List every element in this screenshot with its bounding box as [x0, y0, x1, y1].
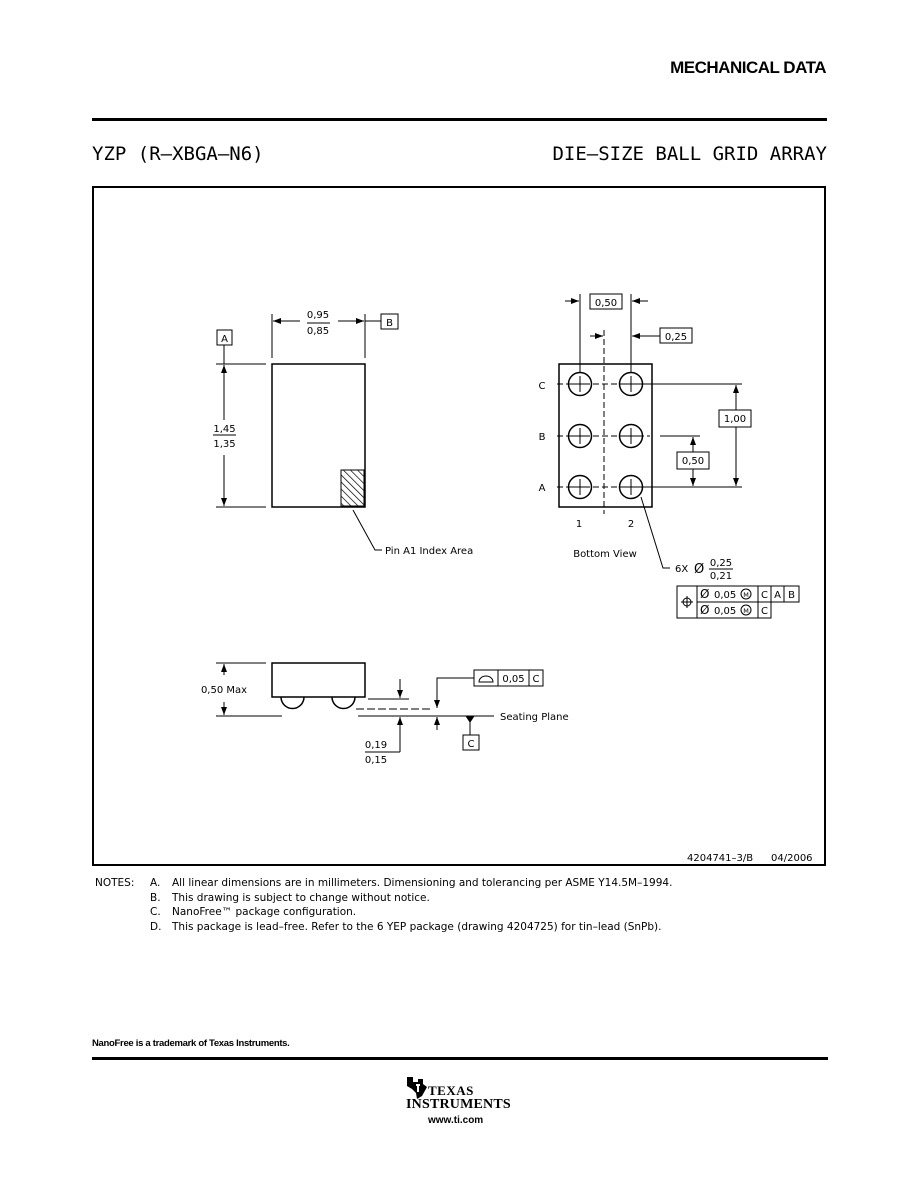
offset-x-box: [659, 327, 693, 344]
flatness-symbol-cell: [473, 669, 499, 687]
ti-logo-icon: [407, 1077, 427, 1099]
ball-b1: [567, 423, 593, 449]
package-code: YZP (R–XBGA–N6): [92, 143, 264, 165]
drawing-frame: [92, 186, 826, 866]
note-item: A. All linear dimensions are in millimete…: [150, 876, 672, 891]
length-max: 1,45: [213, 424, 235, 435]
note-letter: C.: [150, 906, 161, 918]
ball-c2: [618, 371, 644, 397]
datum-b-label: B: [386, 318, 393, 329]
datum-c-box: [462, 734, 480, 751]
package-outline: [271, 363, 366, 508]
trademark-notice: NanoFree is a trademark of Texas Instrum…: [92, 1038, 290, 1049]
ball-count: 6X: [675, 564, 688, 575]
website-link[interactable]: www.ti.com: [428, 1115, 484, 1126]
pitch-x-box: [589, 293, 623, 310]
offset-x: 0,25: [665, 332, 687, 343]
note-text: This drawing is subject to change withou…: [172, 891, 430, 904]
ball-a2: [618, 474, 644, 500]
pitch-x: 0,50: [595, 298, 617, 309]
notes-label: NOTES:: [95, 877, 135, 889]
col-label-2: 2: [628, 519, 634, 530]
note-letter: B.: [150, 891, 161, 904]
pin-a1-index-area: [340, 469, 365, 507]
bottom-view-caption: Bottom View: [573, 549, 637, 560]
section-title: MECHANICAL DATA: [670, 58, 826, 77]
width-max: 0,95: [307, 310, 329, 321]
note-text: This package is lead–free. Refer to the …: [172, 920, 662, 933]
top-view: [213, 313, 399, 551]
pitch-y-total-box: [718, 409, 752, 428]
standoff-min: 0,15: [365, 755, 387, 766]
package-name: DIE–SIZE BALL GRID ARRAY: [552, 143, 827, 165]
ball-dia-min: 0,21: [710, 571, 732, 582]
pitch-y-box: [676, 451, 710, 470]
pin-a1-label: Pin A1 Index Area: [385, 546, 473, 557]
seating-plane-label: Seating Plane: [500, 712, 569, 723]
row-label-a: A: [539, 483, 546, 494]
pitch-y-total: 1,00: [724, 414, 746, 425]
pitch-y: 0,50: [682, 456, 704, 467]
note-letter: A.: [150, 877, 161, 889]
row-label-b: B: [539, 432, 546, 443]
tol2-diameter-symbol: Ø: [700, 603, 709, 617]
tol2-modifier: M: [743, 607, 749, 615]
note-item: D. This package is lead–free. Refer to th…: [150, 920, 661, 935]
side-ball-left: [280, 696, 305, 710]
logo-line-2: INSTRUMENTS: [406, 1097, 511, 1112]
note-item: C. NanoFree™ package configuration.: [150, 905, 356, 920]
diameter-symbol: Ø: [694, 562, 704, 577]
side-body: [271, 662, 366, 698]
col-label-1: 1: [576, 519, 582, 530]
side-ball-right: [331, 696, 356, 710]
note-text: All linear dimensions are in millimeters…: [172, 877, 673, 889]
tol1-value: 0,05: [714, 590, 736, 601]
tol1-datum-3: B: [788, 590, 795, 601]
footer-rule: [92, 1057, 828, 1060]
tol1-datum-1: C: [761, 590, 768, 601]
ball-b2: [618, 423, 644, 449]
tol1-modifier: M: [743, 591, 749, 599]
tol2-value: 0,05: [714, 606, 736, 617]
tol1-diameter-symbol: Ø: [700, 587, 709, 601]
row-label-c: C: [539, 381, 546, 392]
drawing-number: 4204741–3/B: [687, 853, 753, 864]
tol1-datum-2: A: [774, 590, 781, 601]
side-view: [216, 662, 544, 753]
datum-b-box: [380, 313, 399, 330]
width-min: 0,85: [307, 326, 329, 337]
note-item: B. This drawing is subject to change with…: [150, 891, 430, 906]
datum-c-label: C: [468, 739, 475, 750]
ball-dia-max: 0,25: [710, 558, 732, 569]
bottom-view: [557, 293, 800, 619]
drawing-date: 04/2006: [771, 853, 813, 864]
height-label: 0,50 Max: [201, 685, 247, 696]
ball-a1: [567, 474, 593, 500]
note-text: NanoFree™ package configuration.: [172, 906, 357, 918]
note-letter: D.: [150, 920, 162, 933]
flatness-value: 0,05: [502, 674, 524, 685]
datum-a-label: A: [221, 334, 228, 345]
tol2-datum-1: C: [761, 606, 768, 617]
logo-line-1: TEXAS: [428, 1083, 474, 1098]
length-min: 1,35: [213, 439, 235, 450]
mechanical-drawing: 0,95 0,85 B A 1,45 1,35 Pin A1 Index Are…: [201, 293, 813, 864]
flatness-datum: C: [533, 674, 540, 685]
standoff-max: 0,19: [365, 740, 387, 751]
header-rule: [92, 118, 827, 121]
ball-c1: [567, 371, 593, 397]
